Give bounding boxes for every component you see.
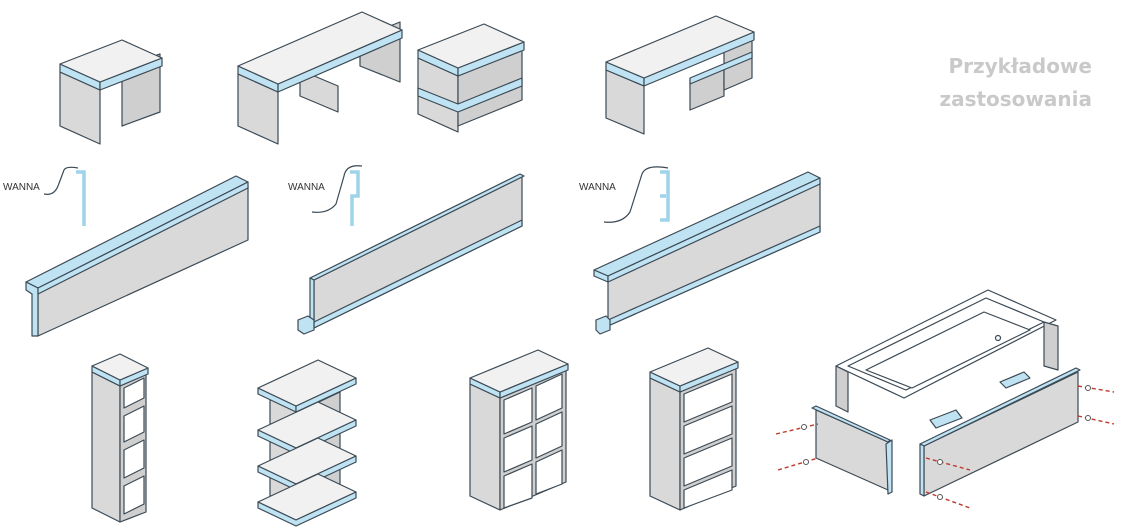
grid-bookcase-3x2 <box>469 349 569 511</box>
bath-panel-3 <box>593 171 821 335</box>
staggered-shelf <box>257 359 357 527</box>
grid-bookcase-4-shelves <box>649 347 739 511</box>
page-title-line-1: Przykładowe <box>948 54 1092 78</box>
bath-panel-1 <box>25 175 249 337</box>
cross-section-3: WANNA <box>579 166 670 223</box>
page-title-line-2: zastosowania <box>939 87 1092 111</box>
cross-section-label-2: WANNA <box>288 182 325 193</box>
small-table <box>59 39 163 145</box>
narrow-bookcase <box>91 353 149 523</box>
cross-section-1: WANNA <box>3 166 86 226</box>
cross-section-2: WANNA <box>288 165 363 226</box>
bath-front-panel <box>919 367 1115 509</box>
cross-section-label-3: WANNA <box>579 182 616 193</box>
bath-panel-2 <box>297 173 525 335</box>
console-with-shelf <box>605 15 755 135</box>
bath-side-panel-left <box>775 405 893 495</box>
page-title: Przykładowe zastosowania <box>832 50 1092 116</box>
long-table <box>237 11 403 145</box>
bathtub-assembly <box>835 289 1059 429</box>
cross-section-label-1: WANNA <box>3 182 40 193</box>
shelf-table <box>417 23 525 133</box>
